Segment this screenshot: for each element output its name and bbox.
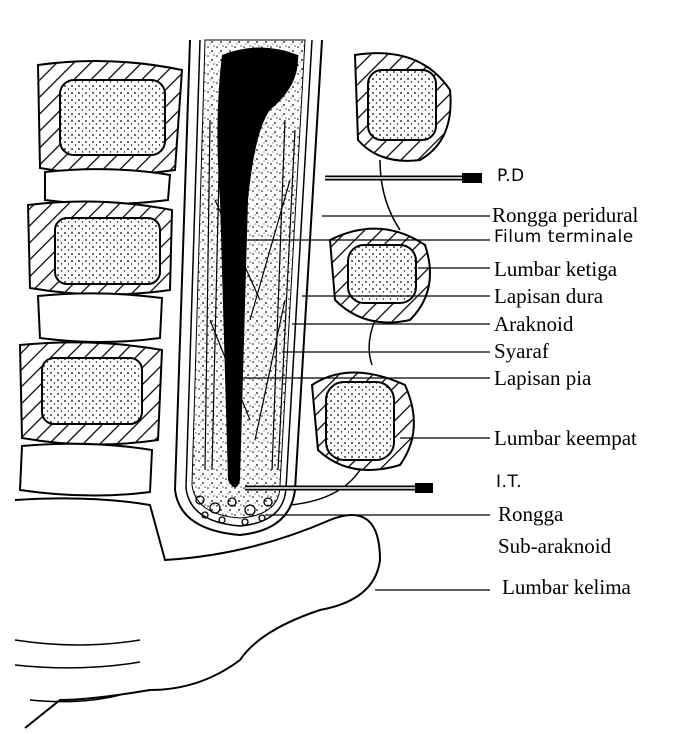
pd-needle-hub	[462, 173, 482, 183]
it-needle-hub	[415, 483, 433, 493]
label-lumbar-keempat: Lumbar keempat	[494, 428, 637, 449]
label-syaraf: Syaraf	[494, 341, 549, 362]
spinal-canal	[175, 40, 322, 535]
sacrum-outline	[15, 498, 380, 728]
label-it: I.T.	[496, 474, 522, 491]
label-lumbar-kelima: Lumbar kelima	[502, 577, 631, 598]
sacrum-lines	[15, 640, 140, 702]
intervertebral-disc-1	[45, 169, 170, 204]
process-core-l3	[348, 245, 416, 303]
process-core-top	[368, 70, 436, 140]
label-rongga: Rongga	[498, 504, 563, 525]
label-araknoid: Araknoid	[494, 314, 573, 335]
vertebra-core-l3	[55, 218, 160, 284]
label-sub-araknoid: Sub-araknoid	[498, 536, 611, 557]
intervertebral-disc-2	[38, 293, 162, 342]
label-pd: P.D	[497, 168, 525, 185]
label-lapisan-dura: Lapisan dura	[494, 286, 603, 307]
label-filum-terminale: Filum terminale	[494, 229, 634, 246]
label-lapisan-pia: Lapisan pia	[494, 368, 591, 389]
label-rongga-peridural: Rongga peridural	[492, 205, 638, 226]
vertebra-core-l4	[42, 358, 142, 424]
vertebra-core-top	[60, 80, 165, 155]
process-core-l4	[326, 382, 394, 460]
intervertebral-disc-3	[20, 444, 152, 496]
vertebral-processes-right	[290, 53, 451, 505]
label-lumbar-ketiga: Lumbar ketiga	[494, 259, 617, 280]
